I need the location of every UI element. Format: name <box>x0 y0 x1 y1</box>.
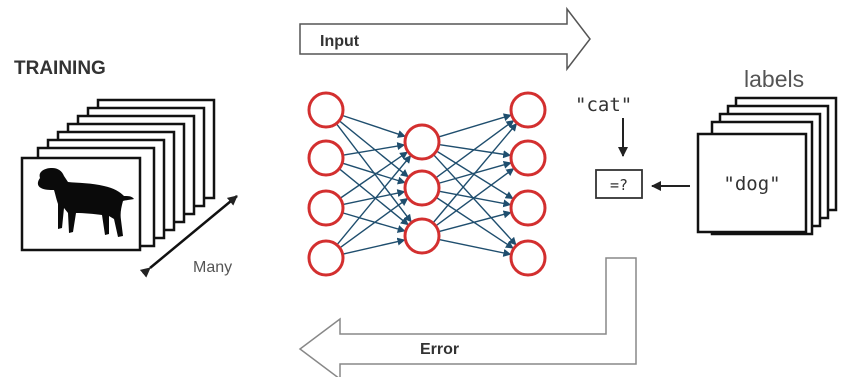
dog-silhouette-icon <box>37 168 135 237</box>
comparison-box <box>595 169 643 199</box>
network-node <box>307 91 345 129</box>
network-edge <box>432 123 518 224</box>
network-edge <box>339 198 409 249</box>
network-edge <box>342 142 406 156</box>
network-node <box>307 189 345 227</box>
network-edge <box>336 155 412 246</box>
network-edge <box>339 151 408 199</box>
network-edges <box>335 113 518 257</box>
network-edge <box>338 168 409 226</box>
network-edge <box>435 120 515 179</box>
network-node <box>307 139 345 177</box>
network-edge <box>432 154 517 246</box>
network-node <box>403 217 441 255</box>
comparison-text: =? <box>610 176 628 194</box>
network-edge <box>438 113 512 138</box>
network-edge <box>342 189 406 206</box>
network-edge <box>342 237 406 255</box>
network-edge <box>338 120 409 178</box>
network-node <box>509 239 547 277</box>
network-node <box>403 123 441 161</box>
error-arrow <box>298 257 637 377</box>
network-node <box>307 239 345 277</box>
label-card-dog: "dog" <box>723 173 780 195</box>
training-title: TRAINING <box>14 58 106 79</box>
network-edge <box>436 150 514 200</box>
network-edge <box>342 162 406 185</box>
network-nodes <box>307 91 547 277</box>
network-edge <box>342 212 406 233</box>
input-arrow <box>299 6 591 72</box>
network-edge <box>341 114 406 138</box>
network-node <box>403 169 441 207</box>
many-double-arrow <box>139 195 238 278</box>
network-node <box>509 189 547 227</box>
network-edge <box>438 210 512 233</box>
many-label: Many <box>193 259 232 276</box>
network-edge <box>435 168 515 227</box>
labels-title: labels <box>744 66 804 92</box>
target-label-cat: "cat" <box>575 94 632 116</box>
labels-card-stack <box>696 96 838 236</box>
network-node <box>509 139 547 177</box>
network-edge <box>438 238 512 257</box>
error-arrow-label: Error <box>420 341 459 358</box>
network-node <box>509 91 547 129</box>
input-arrow-label: Input <box>320 33 360 50</box>
